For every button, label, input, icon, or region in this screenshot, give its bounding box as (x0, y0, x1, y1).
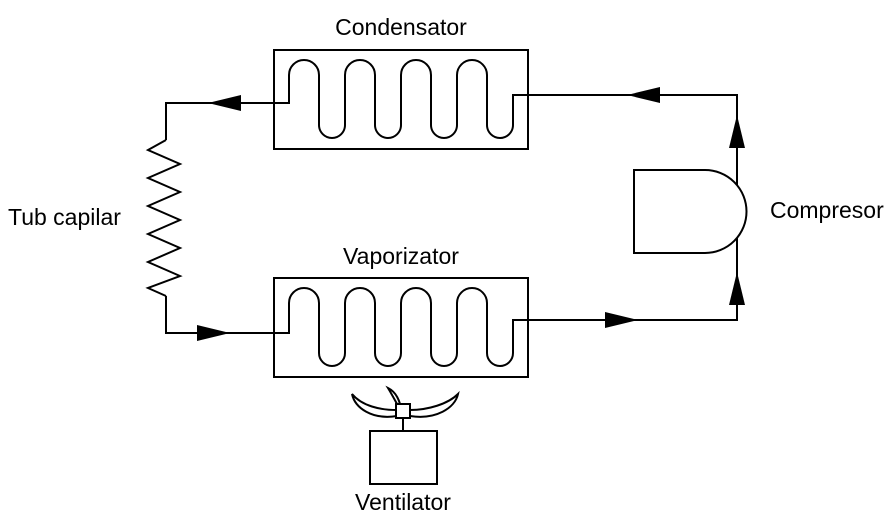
evaporator-label: Vaporizator (343, 243, 459, 269)
flow-arrow-compressor-inlet (729, 272, 745, 305)
flow-arrow-evaporator-inlet (197, 325, 230, 341)
fan-motor-box (369, 430, 438, 485)
flow-arrow-compressor-outlet (729, 115, 745, 148)
condenser-coil (274, 59, 528, 139)
evaporator-coil (274, 287, 528, 367)
fan (351, 385, 460, 485)
condenser (273, 49, 529, 150)
evaporator (273, 277, 529, 378)
pipe-condenser-to-capillary (165, 102, 274, 140)
compressor-label: Compresor (770, 197, 884, 223)
fan-blade-left (351, 393, 398, 418)
fan-hub (395, 403, 411, 419)
fan-blade-right (409, 390, 460, 418)
pipe-compressor-to-condenser (528, 94, 738, 185)
pipe-capillary-to-evaporator (165, 296, 274, 334)
compressor-body (633, 169, 748, 254)
condenser-label: Condensator (335, 14, 467, 40)
flow-arrow-discharge-top (627, 87, 660, 103)
flow-arrow-suction (605, 312, 638, 328)
capillary-tube-label: Tub capilar (8, 204, 121, 230)
flow-arrow-condenser-outlet (208, 95, 241, 111)
fan-label: Ventilator (355, 489, 451, 515)
pipe-evaporator-to-compressor (528, 238, 738, 321)
capillary-tube (145, 139, 183, 297)
